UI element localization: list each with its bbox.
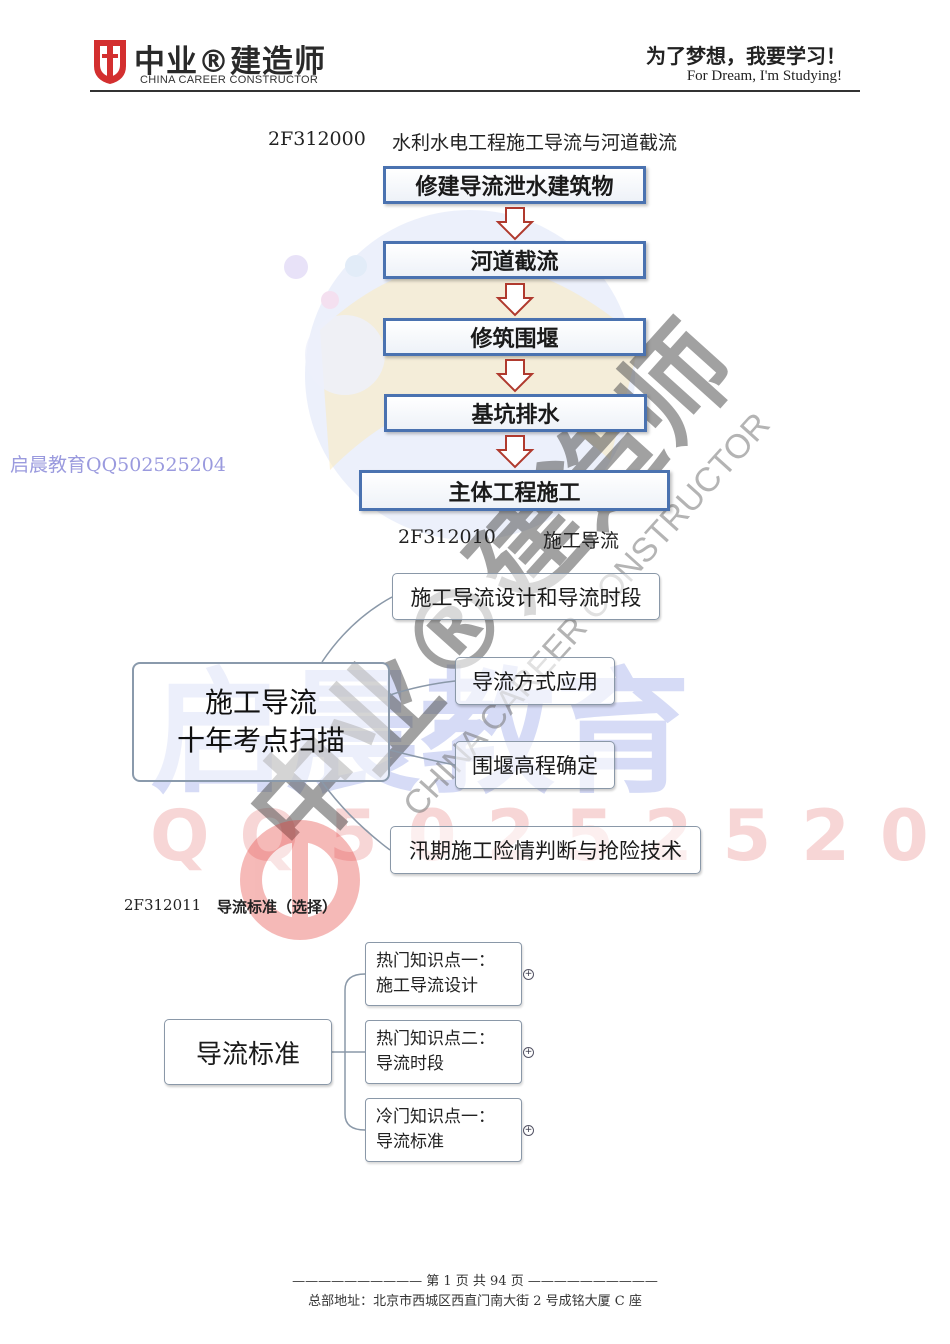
mindmap-root-line2: 十年考点扫描	[176, 724, 345, 757]
down-arrow-icon	[495, 435, 535, 469]
flow-step: 修建导流泄水建筑物	[383, 166, 646, 204]
expand-icon[interactable]: +	[523, 969, 534, 980]
down-arrow-icon	[495, 207, 535, 241]
down-arrow-icon	[495, 359, 535, 393]
mindmap-branch: 围堰高程确定	[455, 741, 615, 789]
brand-name-en: CHINA CAREER CONSTRUCTOR	[140, 74, 319, 86]
slogan: 为了梦想，我要学习！	[646, 44, 846, 68]
down-arrow-icon	[495, 283, 535, 317]
section-code: 2F312000	[268, 128, 366, 150]
page-number: —————————— 第 1 页 共 94 页 ——————————	[292, 1274, 658, 1289]
knowledge-point-topic: 施工导流设计	[376, 976, 478, 996]
mindmap-root: 施工导流 十年考点扫描	[132, 662, 390, 782]
side-watermark: 启晨教育QQ502525204	[10, 454, 226, 476]
std-root-node: 导流标准	[164, 1019, 332, 1085]
expand-icon[interactable]: +	[523, 1125, 534, 1136]
knowledge-point-node: 热门知识点一： 施工导流设计	[365, 942, 522, 1006]
watermark-logo-icon	[240, 820, 360, 940]
knowledge-point-node: 冷门知识点一： 导流标准	[365, 1098, 522, 1162]
flow-step: 主体工程施工	[359, 470, 670, 511]
mindmap-root-line1: 施工导流	[204, 686, 317, 719]
slogan-en: For Dream, I'm Studying!	[686, 68, 842, 84]
std-section-code: 2F312011	[124, 896, 202, 914]
expand-icon[interactable]: +	[523, 1047, 534, 1058]
knowledge-point-node: 热门知识点二： 导流时段	[365, 1020, 522, 1084]
flow-step: 修筑围堰	[383, 318, 646, 356]
mindmap-branch: 汛期施工险情判断与抢险技术	[390, 826, 701, 874]
footer-address: 总部地址：北京市西城区西直门南大街 2 号成铭大厦 C 座	[308, 1294, 642, 1309]
knowledge-point-label: 热门知识点二：	[376, 1029, 495, 1049]
header-divider	[90, 90, 860, 92]
flow-step: 河道截流	[383, 241, 646, 279]
knowledge-point-topic: 导流时段	[376, 1054, 444, 1074]
std-section-title: 导流标准（选择）	[217, 898, 338, 916]
subsection-title: 施工导流	[543, 530, 620, 552]
mindmap-branch: 导流方式应用	[455, 657, 615, 705]
flow-step: 基坑排水	[384, 394, 647, 432]
mindmap-branch: 施工导流设计和导流时段	[392, 573, 660, 620]
knowledge-point-label: 冷门知识点一：	[376, 1107, 495, 1127]
knowledge-point-label: 热门知识点一：	[376, 951, 495, 971]
brand-name: 中业®建造师	[134, 44, 326, 80]
section-title: 水利水电工程施工导流与河道截流	[392, 132, 678, 154]
subsection-code: 2F312010	[398, 526, 496, 548]
brand-logo-icon	[94, 40, 126, 84]
knowledge-point-topic: 导流标准	[376, 1132, 444, 1152]
